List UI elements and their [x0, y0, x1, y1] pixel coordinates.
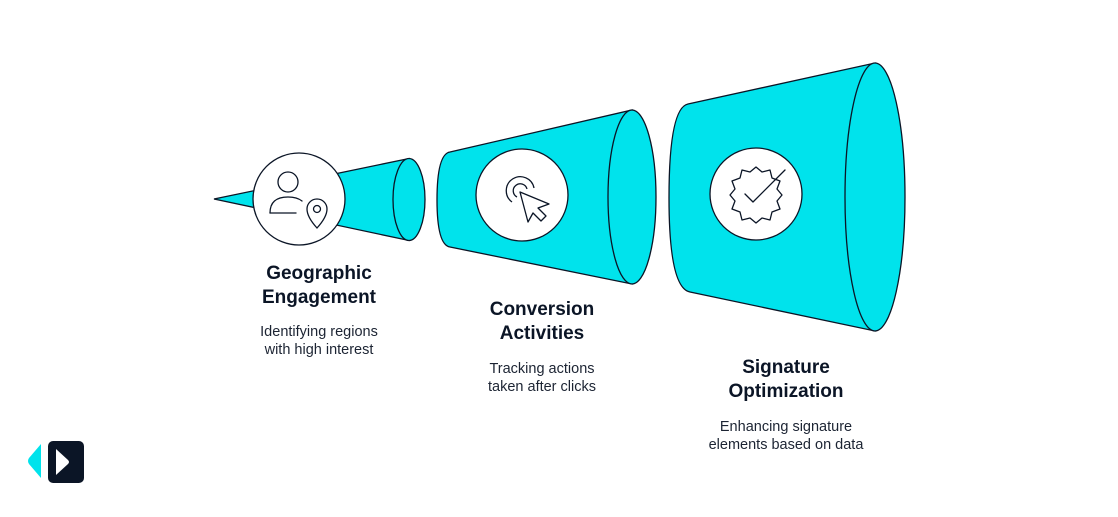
- stage-3-title-line1: Signature: [742, 357, 830, 378]
- stage-1-desc-line2: with high interest: [264, 342, 374, 358]
- stage-1-description: Identifying regions with high interest: [199, 323, 439, 359]
- brand-logo: [28, 441, 84, 483]
- stage-1-title-line1: Geographic: [266, 263, 372, 284]
- stage-2-desc-line2: taken after clicks: [488, 379, 596, 395]
- stage-2-desc-line1: Tracking actions: [489, 361, 595, 377]
- cursor-click-icon: [505, 176, 550, 223]
- stage-3-desc-line1: Enhancing signature: [719, 419, 853, 435]
- icon-circle-3: [709, 147, 803, 241]
- stage-2-description: Tracking actions taken after clicks: [422, 360, 662, 396]
- stage-2-title-line2: Activities: [499, 323, 585, 344]
- stage-1-title: Geographic Engagement: [199, 262, 439, 310]
- stage-1-desc-line1: Identifying regions: [260, 324, 378, 340]
- stage-2-title-line1: Conversion: [489, 299, 595, 320]
- icon-circle-2: [475, 148, 569, 242]
- stage-3-desc-line2: elements based on data: [708, 437, 864, 453]
- stage-2-title: Conversion Activities: [422, 298, 662, 346]
- stage-1-title-line2: Engagement: [261, 287, 377, 308]
- verified-badge-icon: [729, 166, 786, 224]
- user-location-icon: [269, 171, 328, 229]
- stage-3-description: Enhancing signature elements based on da…: [666, 418, 906, 454]
- stage-3-title: Signature Optimization: [666, 356, 906, 404]
- stage-3-title-line2: Optimization: [728, 381, 844, 402]
